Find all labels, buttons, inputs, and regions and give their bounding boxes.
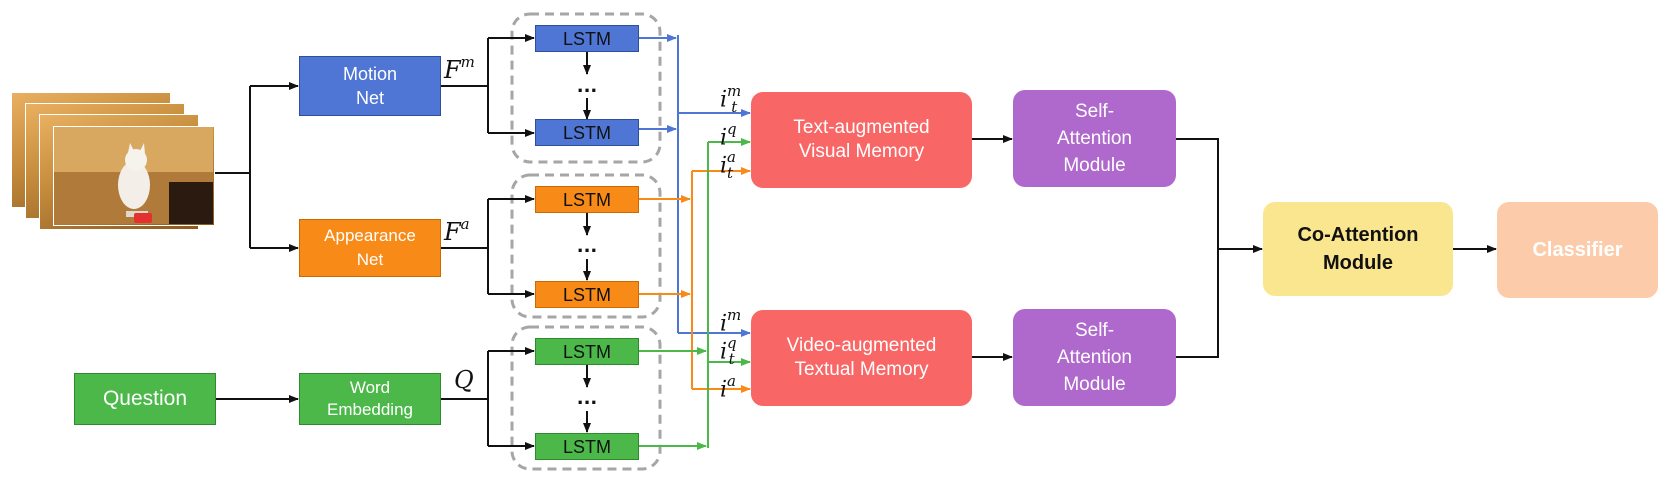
classifier-box: Classifier <box>1497 202 1658 298</box>
lstm-motion-2: LSTM <box>535 119 639 146</box>
label-i-a-bottom: ia <box>720 372 736 403</box>
ellipsis-motion: ... <box>576 76 598 97</box>
label-i-m-bottom: im <box>720 306 742 337</box>
label-i-q-top: iq <box>720 120 737 151</box>
self-attention-module-bottom: Self- Attention Module <box>1013 309 1176 406</box>
label-q: Q <box>454 366 474 394</box>
label-f-motion: Fm <box>444 53 475 84</box>
ellipsis-appearance: ... <box>576 236 598 257</box>
lstm-text-1: LSTM <box>535 338 639 365</box>
lstm-group-appearance <box>510 173 662 319</box>
video-augmented-textual-memory: Video-augmented Textual Memory <box>751 310 972 406</box>
label-i-t-a: iat <box>720 148 736 182</box>
self-attention-module-top: Self- Attention Module <box>1013 90 1176 187</box>
ellipsis-text: ... <box>576 388 598 409</box>
label-f-appearance: Fa <box>444 215 470 246</box>
lstm-text-2: LSTM <box>535 433 639 460</box>
lstm-appearance-1: LSTM <box>535 186 639 213</box>
lstm-group-text <box>510 325 662 471</box>
label-i-t-m: imt <box>720 82 742 116</box>
lstm-motion-1: LSTM <box>535 25 639 52</box>
appearance-net-label: Appearance Net <box>324 226 416 269</box>
question-box: Question <box>74 373 216 425</box>
co-attention-module: Co-Attention Module <box>1263 202 1453 296</box>
text-augmented-visual-memory: Text-augmented Visual Memory <box>751 92 972 188</box>
question-label: Question <box>102 387 188 410</box>
motion-net-label: Motion Net <box>342 64 398 108</box>
lstm-appearance-2: LSTM <box>535 281 639 308</box>
word-embedding-box: Word Embedding <box>299 373 441 425</box>
cat-photo <box>54 127 213 224</box>
appearance-net-box: Appearance Net <box>299 219 441 277</box>
word-embedding-label: Word Embedding <box>326 378 413 419</box>
label-i-t-q: iqt <box>720 334 737 368</box>
motion-net-box: Motion Net <box>299 56 441 116</box>
lstm-group-motion <box>510 12 662 164</box>
